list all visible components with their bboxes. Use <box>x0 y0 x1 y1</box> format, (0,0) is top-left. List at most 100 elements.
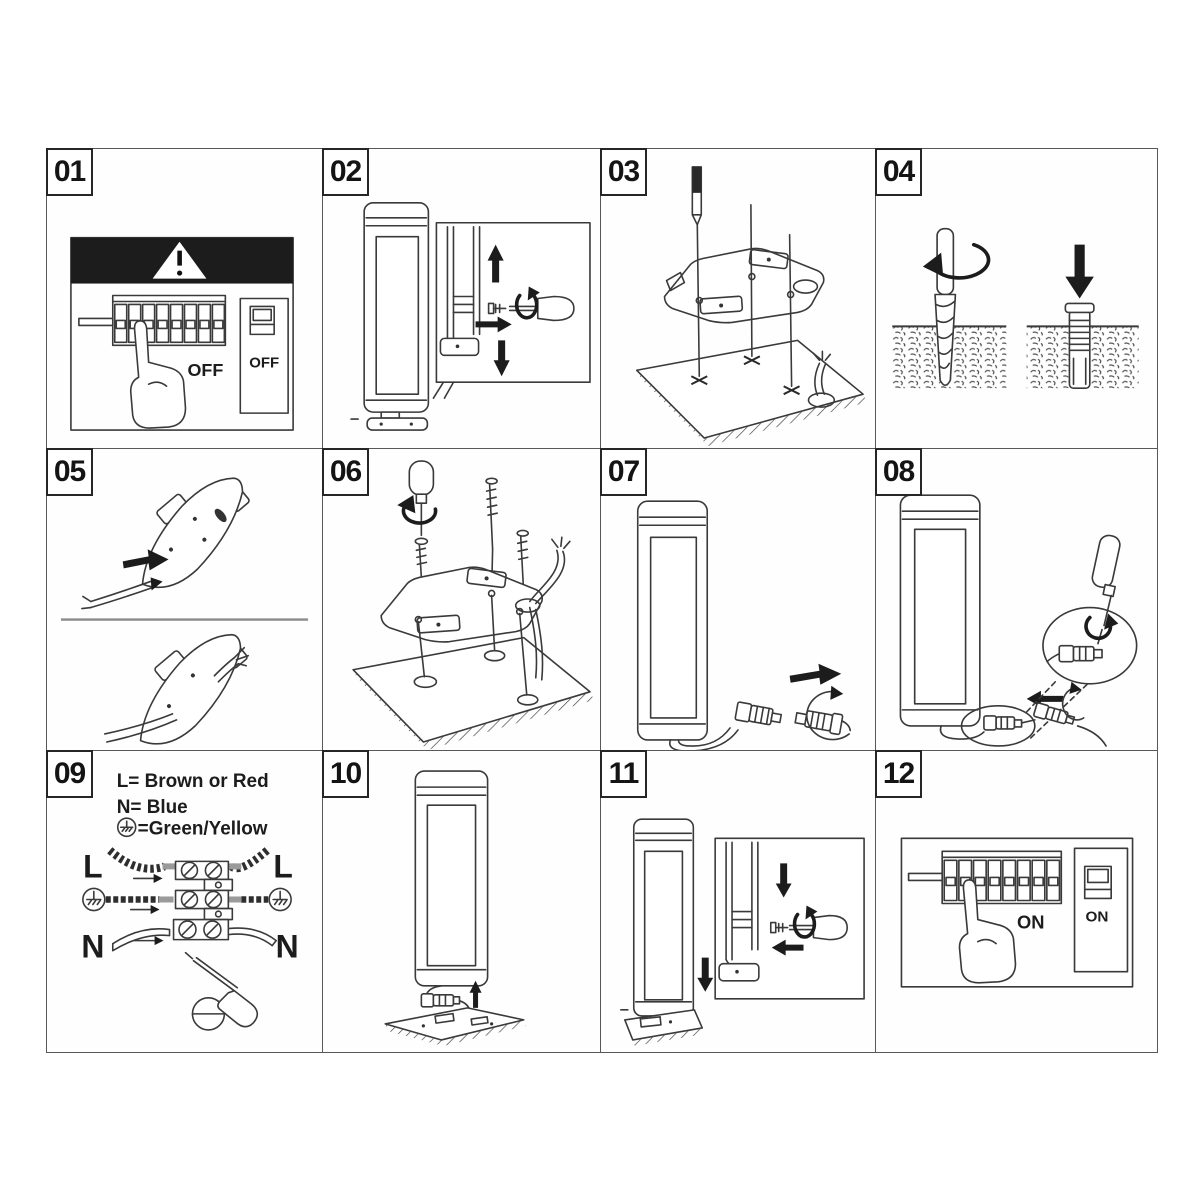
rotate-icon <box>922 242 991 280</box>
step-10-panel: 10 <box>322 750 601 1053</box>
legend-neutral: N= Blue <box>117 797 188 818</box>
ground-slab <box>635 339 868 447</box>
right-arrow-icon <box>122 549 169 571</box>
screw-icon <box>487 302 507 315</box>
base-plate <box>384 1007 526 1046</box>
rotate-icon <box>514 286 540 320</box>
marker-pen-icon <box>691 166 703 226</box>
bollard-light <box>636 500 709 741</box>
cable-through-hole <box>807 350 836 408</box>
magnifier-ellipse-large <box>1042 606 1138 685</box>
screwdriver-icon <box>508 295 575 322</box>
right-arrow-icon <box>475 316 512 333</box>
up-arrow-icon <box>487 244 504 283</box>
pointing-hand <box>129 320 187 429</box>
screw-icon <box>769 921 789 934</box>
step-02-panel: 02 <box>322 148 601 449</box>
breaker-off-label: OFF <box>188 360 224 380</box>
earth-icon <box>82 887 106 912</box>
step-08-panel: 08 <box>875 448 1158 751</box>
gasket-plate-top <box>141 477 250 589</box>
step-12-panel: 12 ON <box>875 750 1158 1053</box>
step-06-panel: 06 <box>322 448 601 751</box>
bollard-light <box>414 770 489 987</box>
terminal-blocks <box>172 860 234 941</box>
breaker-on-label: ON <box>1017 913 1044 933</box>
screwdriver-icon <box>184 951 259 1028</box>
step-02-illustration <box>350 202 591 431</box>
down-arrow-icon <box>697 957 714 992</box>
wire-neutral-right <box>227 927 277 947</box>
screw-head-icon <box>191 997 226 1031</box>
ground-slab <box>352 636 594 750</box>
cable-connector <box>794 710 852 736</box>
earth-icon <box>268 887 292 912</box>
earth-icon <box>116 817 137 838</box>
base-plate <box>624 1009 705 1046</box>
screwdriver-icon <box>1091 534 1121 645</box>
step-07-illustration <box>636 500 852 750</box>
cross-marks <box>690 355 800 396</box>
screw-icon <box>414 537 429 583</box>
step-07-panel: 07 <box>600 448 876 751</box>
down-arrow-icon <box>1065 244 1094 299</box>
cable-bottom <box>103 646 250 743</box>
step-number-badge: 08 <box>875 448 922 496</box>
bollard-light <box>620 818 695 1017</box>
switch-on-label: ON <box>1085 909 1108 926</box>
legend-earth: =Green/Yellow <box>138 818 268 839</box>
legend-live: L= Brown or Red <box>117 771 269 792</box>
breaker-panel <box>907 850 1063 905</box>
rotate-icon <box>1084 613 1119 641</box>
step-01-panel: 01 <box>46 148 323 449</box>
bollard-light <box>350 202 430 431</box>
step-03-illustration <box>635 166 868 447</box>
up-arrow-icon <box>469 980 482 1008</box>
detail-inset <box>714 837 865 1000</box>
step-number-badge: 10 <box>322 750 369 798</box>
down-arrow-icon <box>775 863 792 898</box>
magnifier-ellipse-small <box>960 705 1036 747</box>
cable-connector <box>734 701 783 726</box>
wire-live-left <box>107 847 166 873</box>
right-arrow-icon <box>789 663 842 685</box>
cable-connector <box>1033 702 1076 725</box>
wire-label-live-left: L <box>83 848 102 884</box>
step-09-panel: 09 L= Brown or Red N= Blue =Green/Yellow… <box>46 750 323 1053</box>
screw-icon <box>485 477 498 551</box>
step-number-badge: 05 <box>46 448 93 496</box>
step-04-panel: 04 <box>875 148 1158 449</box>
screwdriver-icon <box>788 914 848 941</box>
step-number-badge: 12 <box>875 750 922 798</box>
step-number-badge: 04 <box>875 148 922 196</box>
step-01-illustration: OFF OFF <box>70 236 294 431</box>
step-06-illustration <box>352 460 594 750</box>
step-03-panel: 03 <box>600 148 876 449</box>
screwdriver-icon <box>408 460 435 537</box>
step-05-illustration <box>60 477 309 745</box>
step-12-illustration: ON ON <box>900 837 1134 988</box>
screw-icon <box>516 529 530 595</box>
mounting-plate <box>663 247 825 324</box>
insert-arrows <box>129 873 164 946</box>
step-05-panel: 05 <box>46 448 323 751</box>
warning-icon <box>152 241 207 279</box>
rotate-icon <box>806 685 850 741</box>
pointing-hand <box>958 879 1017 984</box>
step-08-illustration <box>899 494 1138 747</box>
down-arrow-icon <box>493 340 510 377</box>
step-number-badge: 11 <box>600 750 647 798</box>
connector-detail <box>1046 644 1103 663</box>
gasket-plate-bottom <box>139 633 248 745</box>
cable <box>669 727 739 750</box>
step-number-badge: 03 <box>600 148 647 196</box>
rotate-icon <box>1061 681 1085 721</box>
cable <box>939 725 985 740</box>
step-10-illustration <box>384 770 526 1046</box>
step-11-panel: 11 <box>600 750 876 1053</box>
cable-connector <box>983 715 1036 731</box>
wire-label-live-right: L <box>273 848 292 884</box>
detail-inset <box>435 221 591 384</box>
mounting-plate <box>380 566 543 643</box>
